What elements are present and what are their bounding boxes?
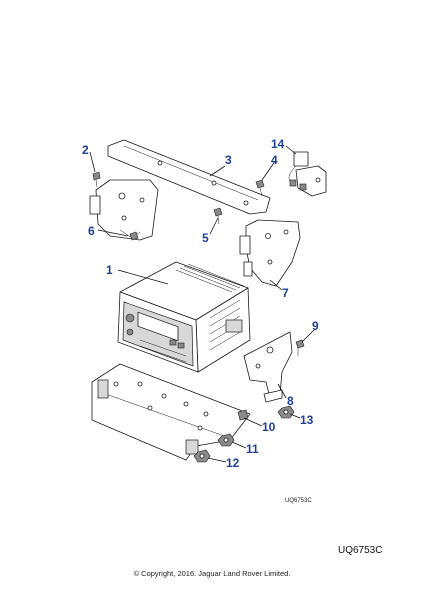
nut-12	[193, 449, 211, 463]
callout-5: 5	[202, 231, 209, 245]
nut-11	[217, 433, 235, 447]
callout-13: 13	[300, 413, 314, 427]
mounting-tray	[91, 363, 251, 461]
callout-6: 6	[88, 224, 95, 238]
callout-1: 1	[106, 263, 113, 277]
callout-9: 9	[312, 319, 319, 333]
callout-7: 7	[282, 286, 289, 300]
top-support-bar	[107, 139, 271, 215]
callout-14: 14	[271, 137, 285, 151]
callout-2: 2	[82, 143, 89, 157]
leader-lines	[89, 145, 315, 463]
callout-10: 10	[262, 420, 276, 434]
diagram-small-ref: UQ6753C	[285, 498, 312, 504]
nut-13	[277, 405, 295, 419]
connector-module	[288, 151, 327, 197]
callout-3: 3	[225, 153, 232, 167]
left-side-bracket	[89, 179, 159, 241]
copyright-notice: © Copyright, 2016. Jaguar Land Rover Lim…	[133, 569, 291, 578]
screw-4	[255, 179, 265, 197]
screw-5	[213, 207, 223, 225]
callout-8: 8	[287, 394, 294, 408]
callout-11: 11	[246, 442, 259, 456]
screw-9	[295, 339, 305, 356]
radio-head-unit	[117, 261, 251, 373]
callout-4: 4	[271, 153, 278, 167]
rear-bracket-plate	[243, 331, 293, 403]
right-side-bracket	[239, 219, 301, 287]
callout-12: 12	[226, 456, 240, 470]
callout-labels: 1 2 3 4 5 6 7 8 9 10 11 12 13 14	[82, 137, 319, 470]
screw-2	[92, 171, 101, 188]
diagram-code: UQ6753C	[338, 545, 383, 556]
